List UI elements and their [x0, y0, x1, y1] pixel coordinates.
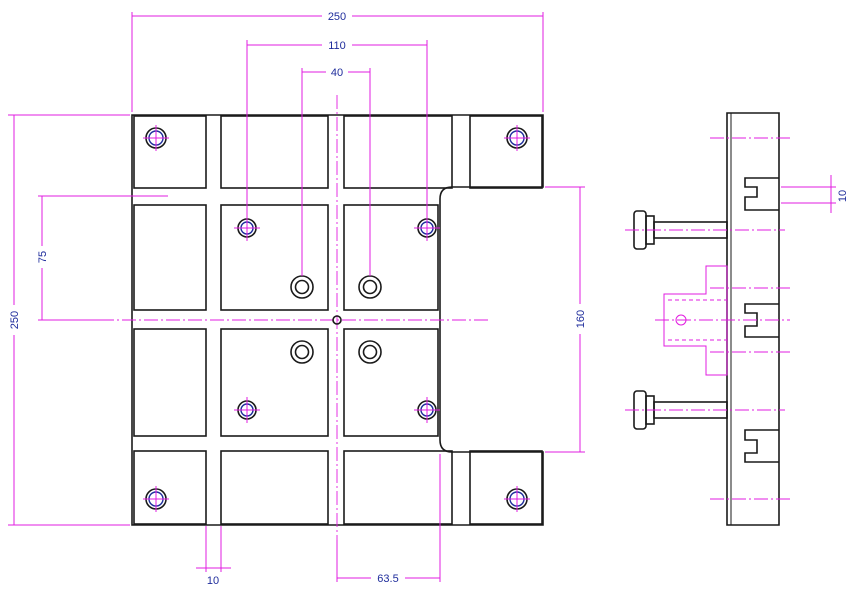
hole-icon	[143, 486, 169, 512]
dim-text-hole-offset-y: 75	[37, 251, 49, 263]
dim-text-slot-width: 10	[207, 575, 219, 587]
counterbore-icon	[358, 275, 382, 299]
hole-icon	[504, 125, 530, 151]
dim-text-cutout-offset-x: 63.5	[377, 573, 398, 585]
dim-text-cutout-height: 160	[575, 310, 587, 328]
hole-icon	[414, 397, 440, 423]
side-plate	[726, 112, 780, 526]
dim-text-hole-spacing-x: 110	[328, 40, 346, 52]
dim-center-hole-spacing: 40	[301, 65, 371, 276]
dim-overall-height: 250	[7, 114, 130, 526]
dim-hole-spacing-x: 110	[246, 38, 428, 220]
hole-icon	[504, 486, 530, 512]
hole-icon	[234, 397, 260, 423]
counterbore-icon	[290, 340, 314, 364]
counterbore-icon	[290, 275, 314, 299]
dim-slot-width: 10	[196, 526, 231, 587]
counterbore-icon	[358, 340, 382, 364]
side-view: 10	[625, 112, 849, 526]
side-t-slots	[744, 177, 779, 463]
dim-text-side-slot-height: 10	[837, 190, 849, 202]
hole-icon	[143, 125, 169, 151]
dim-side-slot-height: 10	[781, 175, 849, 213]
corner-holes	[143, 125, 530, 512]
dim-text-overall-width: 250	[328, 11, 346, 23]
counterbore-holes	[290, 275, 382, 364]
front-view: 250 110 40 250	[7, 9, 587, 587]
dim-cutout-offset-x: 63.5	[336, 454, 441, 585]
dim-text-overall-height: 250	[9, 311, 21, 329]
center-block	[655, 265, 790, 376]
dim-overall-width: 250	[131, 9, 544, 112]
dim-text-center-hole-spacing: 40	[331, 67, 343, 79]
center-lines	[100, 95, 490, 540]
dim-cutout-height: 160	[545, 186, 587, 453]
pocket-grid	[133, 115, 543, 525]
side-center-lines	[710, 137, 790, 500]
dim-hole-offset-y: 75	[35, 195, 168, 321]
clamp-pin-bottom	[625, 390, 785, 430]
center-origin-icon	[332, 315, 342, 325]
clamp-pin-top	[625, 210, 785, 250]
